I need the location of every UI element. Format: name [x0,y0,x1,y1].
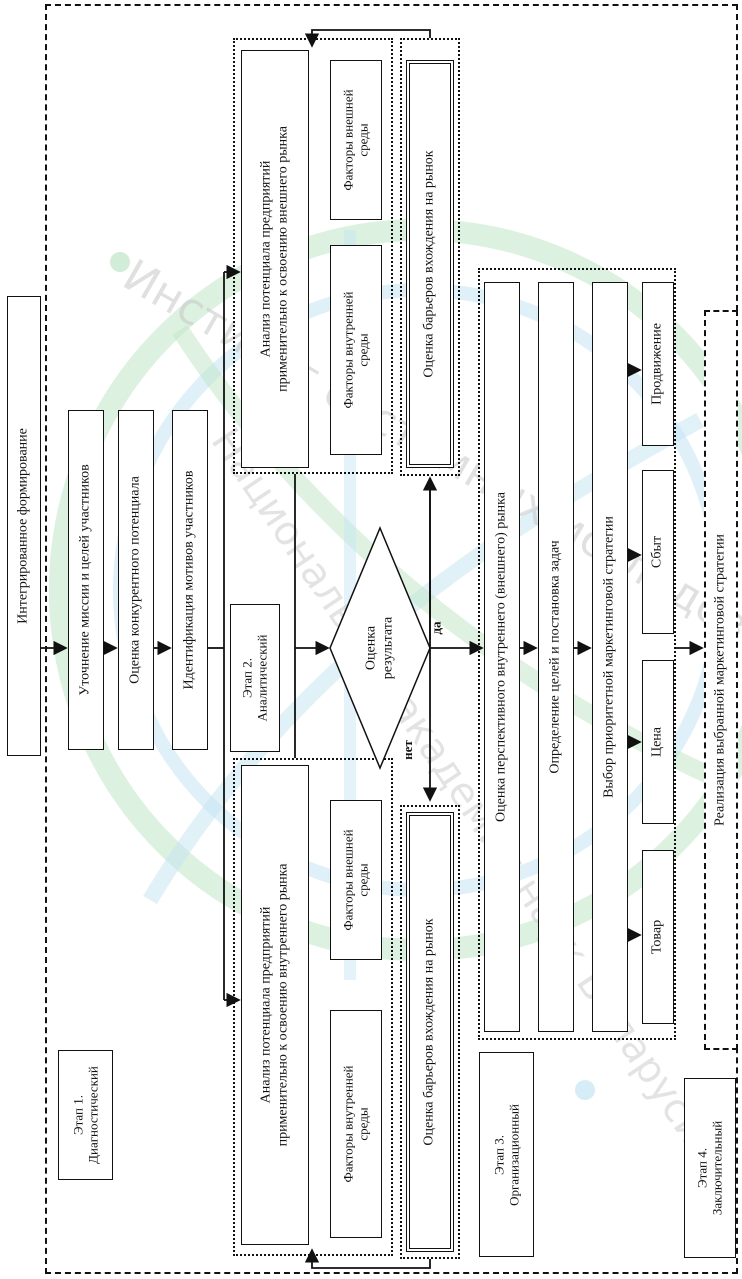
decision-no-label: нет [399,740,415,760]
stage3-label: Этап 3. Организационный [479,1052,534,1257]
domestic-barriers-box: Оценка барьеров вхождения на рынок [406,812,454,1252]
mix-distribution: Сбыт [642,470,674,634]
decision-yes-label: да [428,621,444,635]
domestic-external-factors: Факторы внешней среды [330,800,382,960]
integrated-formation-box: Интегрированное формирование [7,296,41,756]
foreign-analysis-box: Анализ потенциала предприятий применител… [241,50,309,468]
mix-price: Цена [642,660,674,824]
stage1-step-motives: Идентификация мотивов участников [172,410,208,750]
stage1-label: Этап 1. Диагностический [58,1050,113,1180]
foreign-external-factors: Факторы внешней среды [330,60,382,220]
mix-product: Товар [642,850,674,1024]
stage1-step-mission: Уточнение миссии и целей участников [68,410,104,750]
stage2-label: Этап 2. Аналитический [230,604,280,752]
decision-label: Оценка результата [363,616,395,680]
stage3-step-strategy: Выбор приоритетной маркетинговой стратег… [592,282,628,1032]
domestic-internal-factors: Факторы внутренней среды [330,1010,382,1238]
stage3-step-goals: Определение целей и постановка задач [538,282,574,1032]
foreign-internal-factors: Факторы внутренней среды [330,245,382,455]
mix-promotion: Продвижение [642,282,674,446]
stage1-step-competitive: Оценка конкурентного потенциала [118,410,154,750]
stage4-box: Реализация выбранной маркетинговой страт… [704,310,738,1050]
foreign-barriers-box: Оценка барьеров вхождения на рынок [406,60,454,468]
stage4-label: Этап 4. Заключительный [684,1078,736,1258]
domestic-analysis-box: Анализ потенциала предприятий применител… [241,765,309,1245]
stage3-step-market: Оценка перспективного внутреннего (внешн… [484,282,520,1032]
